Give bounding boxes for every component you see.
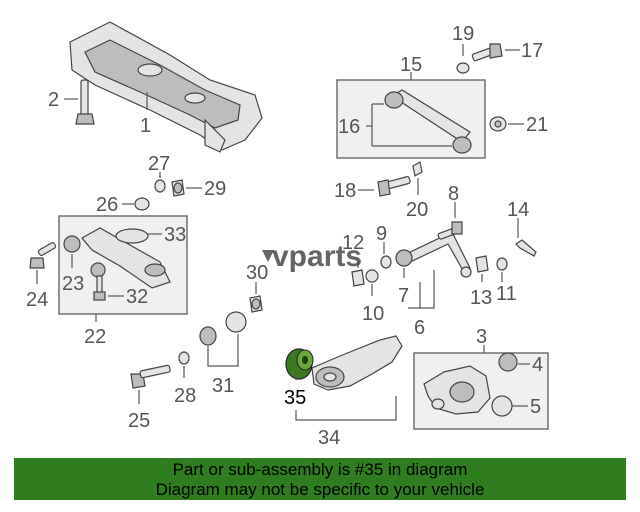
callout-11: 11: [496, 283, 517, 305]
callout-34: 34: [318, 427, 340, 449]
washer-part-26[interactable]: [134, 197, 150, 211]
pin-part-14[interactable]: [515, 239, 537, 257]
footer-line-1: Part or sub-assembly is #35 in diagram: [172, 460, 468, 479]
callout-31: 31: [212, 375, 234, 397]
washer-part-28[interactable]: [178, 351, 190, 365]
callout-6: 6: [414, 317, 425, 339]
callout-26: 26: [96, 194, 118, 216]
upper-link-part-15[interactable]: [384, 89, 472, 154]
callout-4: 4: [532, 354, 543, 376]
washer-part-11[interactable]: [496, 257, 508, 271]
callout-10: 10: [362, 303, 384, 325]
lateral-link-part-6[interactable]: [395, 231, 472, 278]
callout-7: 7: [398, 285, 409, 307]
knuckle-part-3[interactable]: [423, 365, 491, 415]
callout-22: 22: [84, 326, 106, 348]
callout-12: 12: [342, 232, 364, 254]
bushing-part-35[interactable]: [285, 348, 314, 380]
footer-banner: Part or sub-assembly is #35 in diagram D…: [14, 458, 626, 500]
stabilizer-link-part-32[interactable]: [90, 262, 106, 301]
callout-25: 25: [128, 410, 150, 432]
callout-18: 18: [334, 180, 356, 202]
callout-9: 9: [376, 223, 387, 245]
callout-33: 33: [164, 224, 186, 246]
parts-diagram: 1 2 15 16 19 17 21 18 20: [26, 21, 549, 449]
footer-line-2: Diagram may not be specific to your vehi…: [155, 480, 485, 499]
callout-13: 13: [470, 287, 492, 309]
callout-30: 30: [246, 262, 268, 284]
callout-21: 21: [526, 114, 548, 136]
watermark-text: vparts: [272, 240, 362, 273]
callout-35: 35: [284, 387, 306, 409]
nut-part-29[interactable]: [171, 179, 185, 197]
leader-6: [408, 270, 435, 309]
callout-24: 24: [26, 289, 48, 311]
callout-20: 20: [406, 199, 428, 221]
callout-19: 19: [452, 23, 474, 45]
callout-3: 3: [476, 326, 487, 348]
lower-arm-part-22[interactable]: [63, 227, 171, 289]
leader-16: [366, 103, 452, 147]
leader-31: [207, 334, 239, 367]
callout-28: 28: [174, 385, 196, 407]
bolt-part-18[interactable]: [377, 176, 411, 197]
trailing-arm-part-34[interactable]: [311, 335, 403, 391]
bolt-part-25[interactable]: [130, 364, 171, 389]
bushing-part-31[interactable]: [199, 311, 247, 346]
washer-part-27[interactable]: [154, 179, 166, 193]
bushing-part-4[interactable]: [498, 352, 518, 372]
callout-2: 2: [48, 89, 59, 111]
callout-32: 32: [126, 286, 148, 308]
watermark-logo: vparts: [262, 240, 362, 273]
bolt-part-8[interactable]: [437, 221, 463, 240]
callout-5: 5: [530, 396, 541, 418]
bolt-part-24[interactable]: [29, 242, 57, 269]
bolt-part-2[interactable]: [75, 79, 95, 125]
nut-part-12[interactable]: [351, 269, 365, 287]
nut-part-19[interactable]: [456, 62, 470, 74]
bushing-part-5[interactable]: [491, 395, 513, 417]
callout-14: 14: [507, 199, 529, 221]
washer-part-9[interactable]: [380, 255, 392, 269]
nut-part-13[interactable]: [475, 255, 489, 273]
nut-part-30[interactable]: [249, 295, 263, 313]
callout-8: 8: [448, 183, 459, 205]
callout-17: 17: [521, 40, 543, 62]
washer-part-10[interactable]: [365, 269, 379, 283]
callout-29: 29: [204, 178, 226, 200]
nut-part-21[interactable]: [489, 116, 507, 132]
bolt-part-17[interactable]: [471, 43, 503, 62]
washer-part-20[interactable]: [412, 161, 423, 177]
callout-16: 16: [338, 116, 360, 138]
leader-34: [295, 396, 397, 421]
callout-27: 27: [148, 153, 170, 175]
crossmember-part-1[interactable]: [69, 21, 263, 153]
callout-1: 1: [140, 115, 151, 137]
callout-23: 23: [62, 273, 84, 295]
callout-15: 15: [400, 54, 422, 76]
